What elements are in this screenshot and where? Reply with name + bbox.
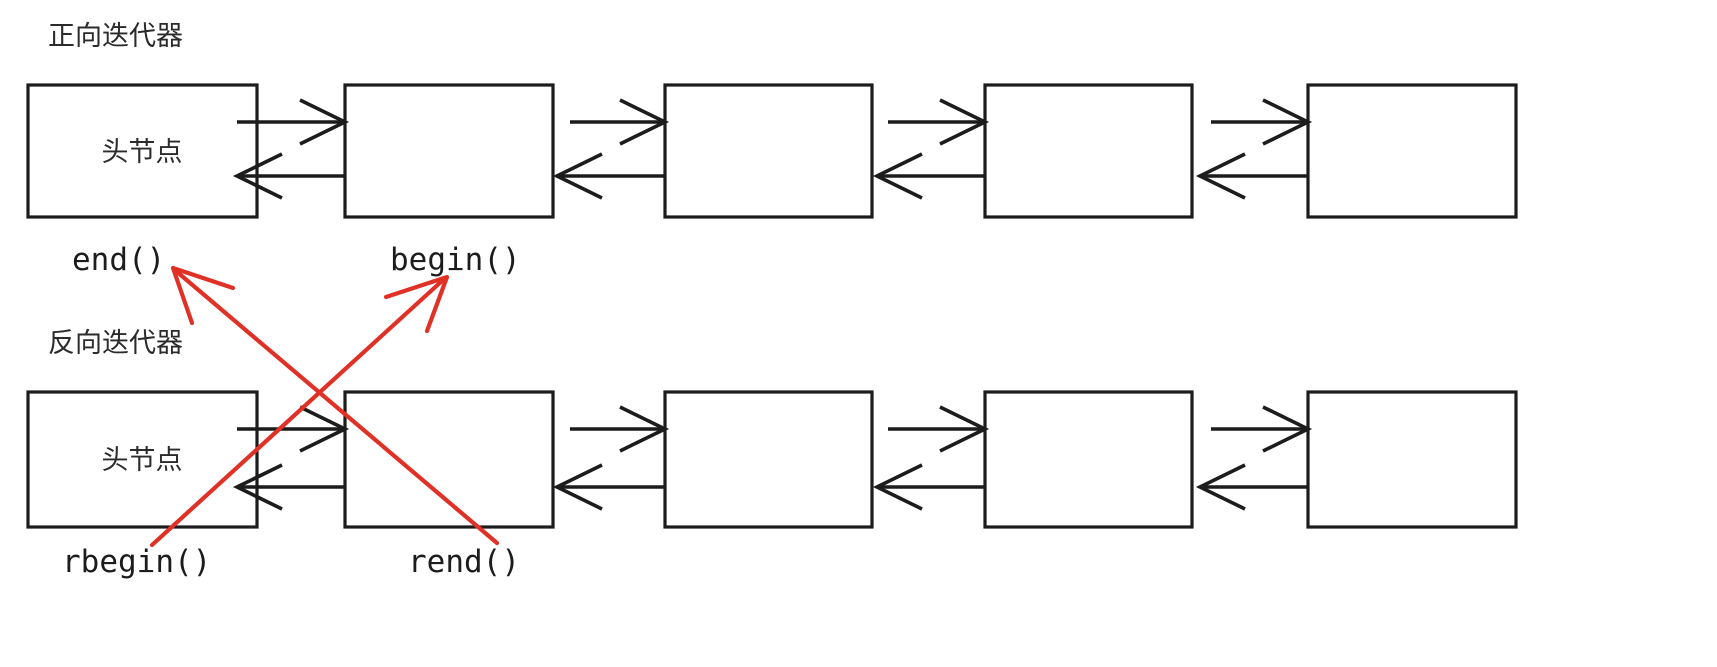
node-box-reverse-5	[1306, 390, 1518, 529]
node-box-reverse-2	[343, 390, 555, 529]
api-label-end: end()	[72, 242, 165, 278]
node-label-forward-head: 头节点	[102, 137, 183, 168]
connector-reverse-3	[872, 405, 990, 511]
section-reverse-iterator: 反向迭代器 头节点	[26, 328, 1518, 580]
section-title-forward: 正向迭代器	[48, 21, 183, 52]
connector-reverse-1	[232, 405, 350, 511]
connector-forward-2	[552, 98, 670, 200]
connector-reverse-2	[552, 405, 670, 511]
red-arrow-rend-to-end	[170, 265, 500, 546]
node-box-forward-3	[663, 83, 874, 219]
api-label-begin: begin()	[390, 242, 521, 278]
node-box-reverse-4	[983, 390, 1194, 529]
node-label-reverse-head: 头节点	[102, 445, 183, 476]
annotation-red-arrows	[149, 265, 500, 548]
red-arrow-rbegin-to-begin	[149, 274, 450, 548]
connector-forward-1	[232, 98, 350, 200]
node-box-forward-4	[983, 83, 1194, 219]
api-label-rend: rend()	[408, 544, 520, 580]
section-title-reverse: 反向迭代器	[48, 328, 183, 359]
connector-forward-3	[872, 98, 990, 200]
api-label-rbegin: rbegin()	[62, 544, 211, 580]
connector-reverse-4	[1195, 405, 1313, 511]
section-forward-iterator: 正向迭代器 头节点	[26, 21, 1518, 278]
node-box-forward-1	[26, 83, 259, 219]
node-box-forward-2	[343, 83, 555, 219]
node-box-forward-5	[1306, 83, 1518, 219]
node-box-reverse-3	[663, 390, 874, 529]
connector-forward-4	[1195, 98, 1313, 200]
node-box-reverse-1	[26, 390, 259, 529]
